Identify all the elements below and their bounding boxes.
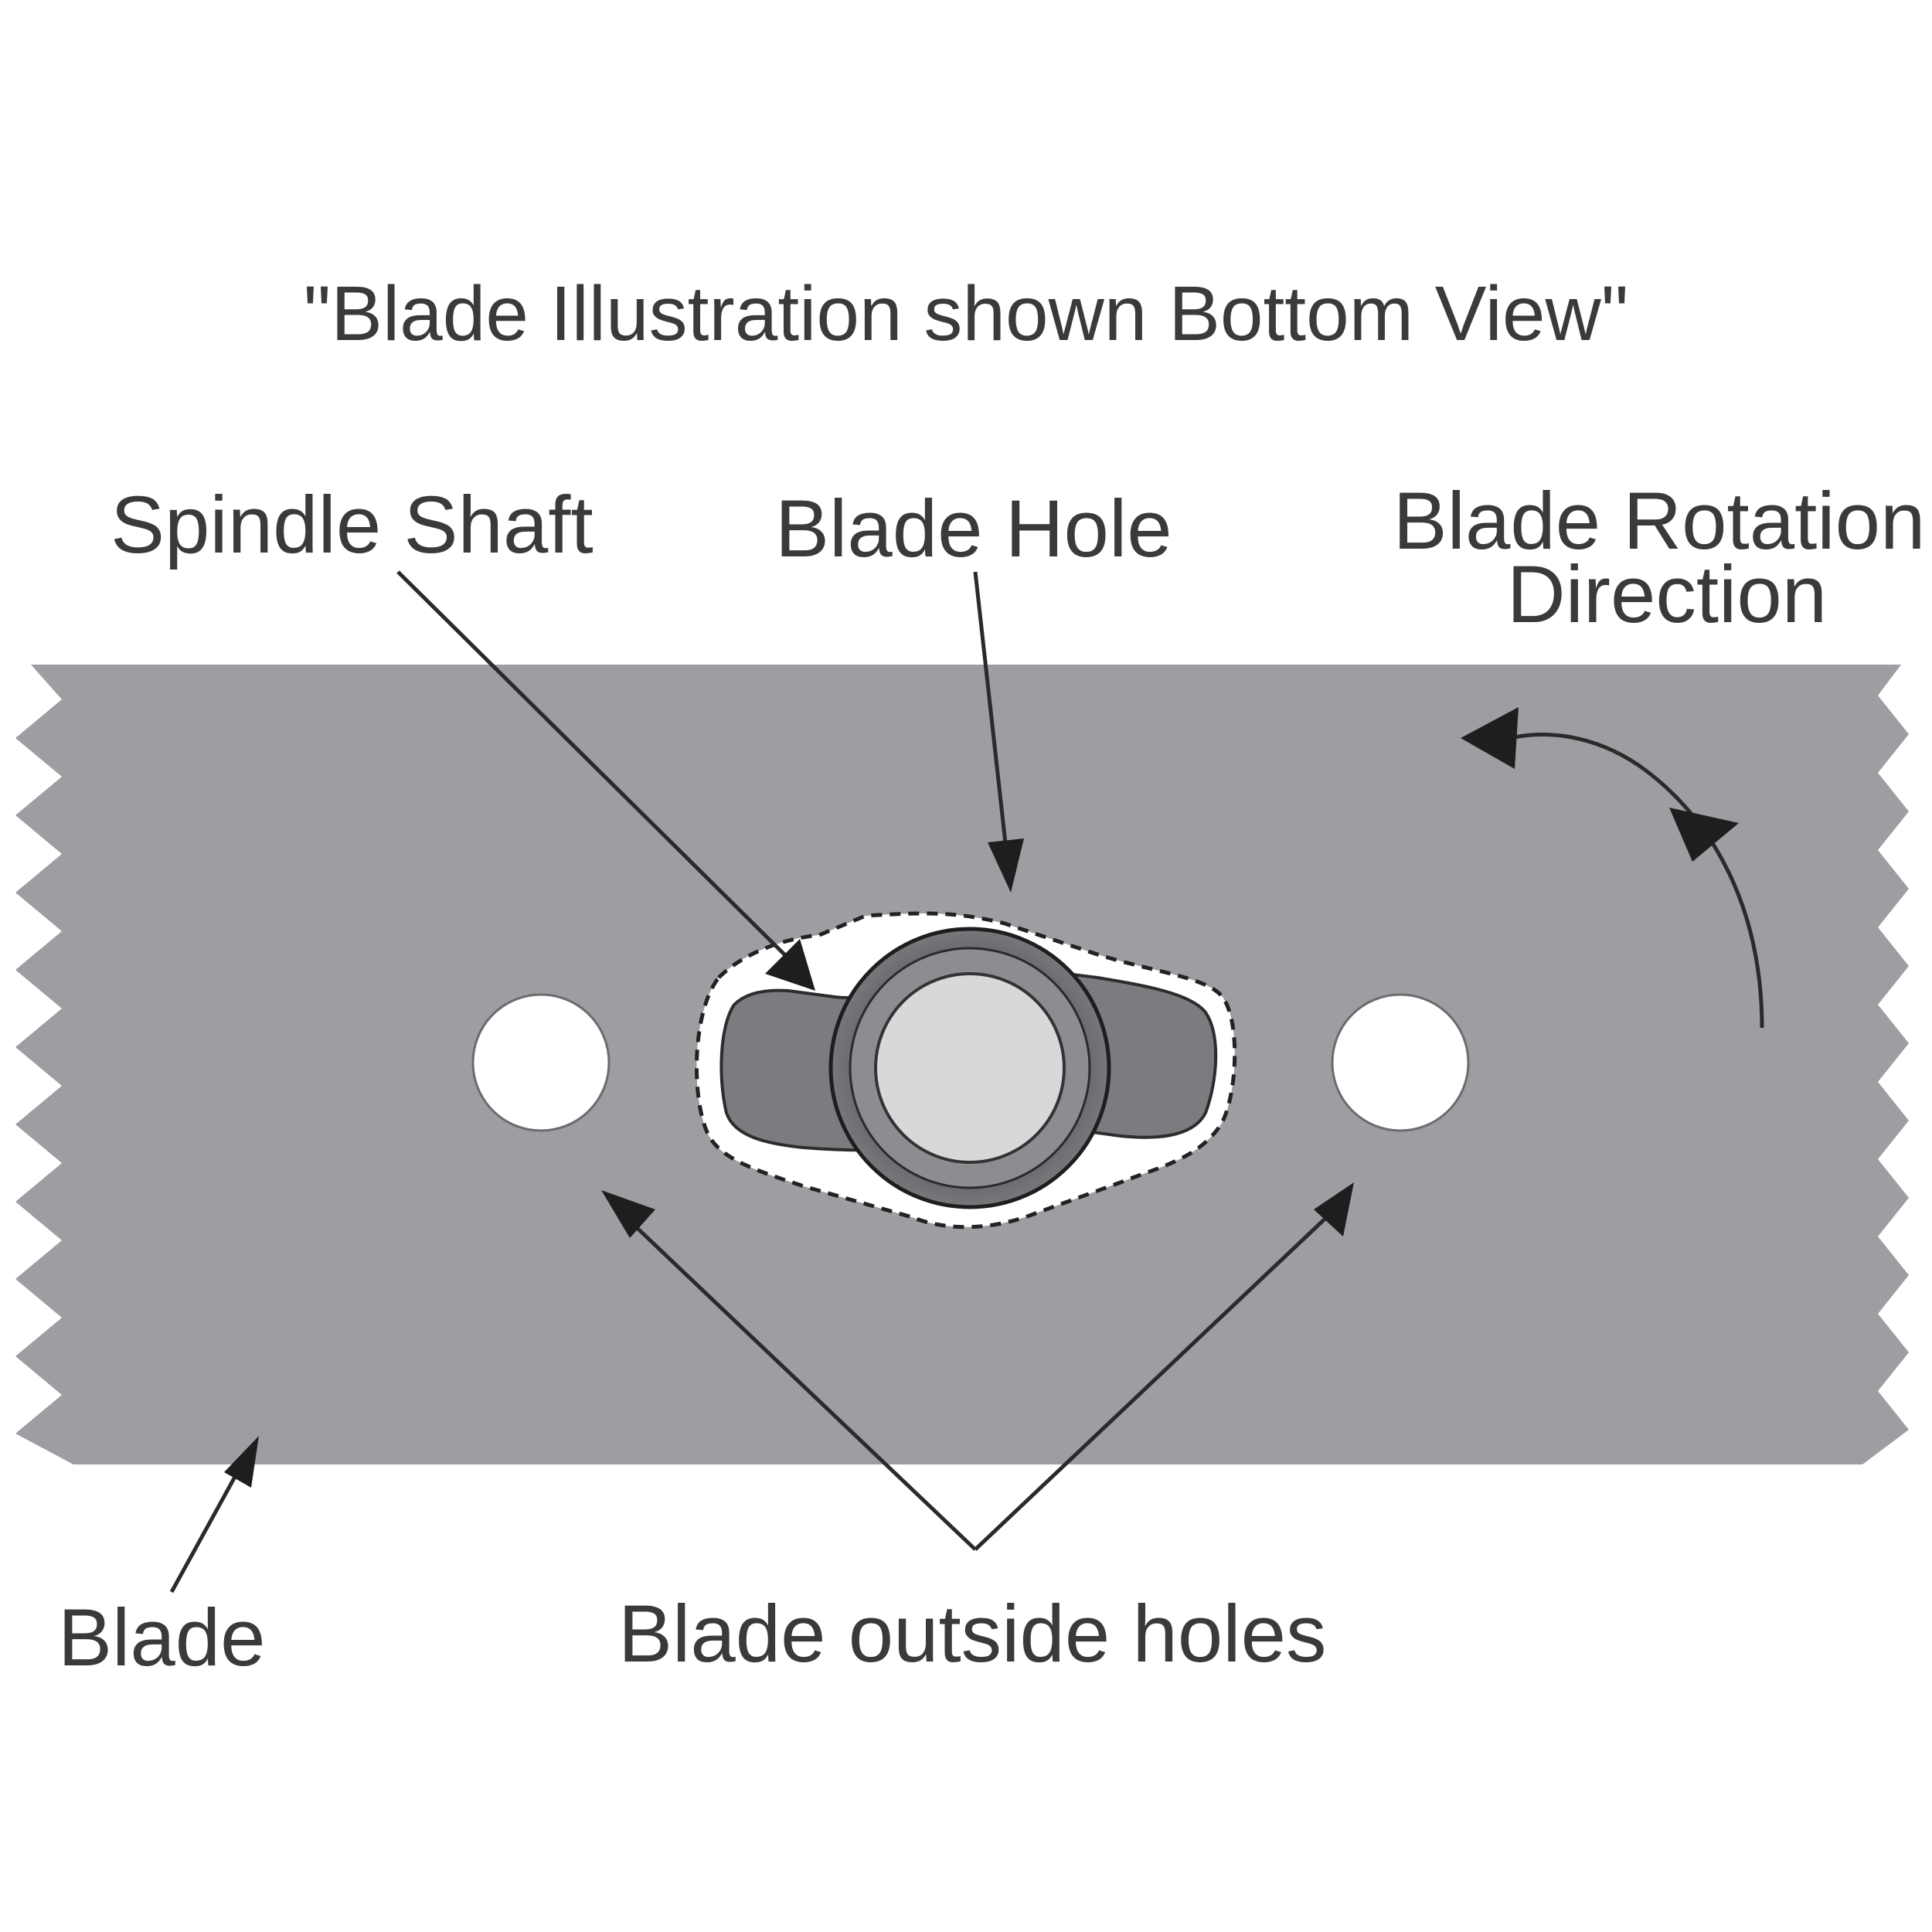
outside-holes-leader-left [628,1219,977,1551]
diagram-title: "Blade Illustration shown Bottom View" [304,270,1628,357]
spindle-shaft-leader [396,570,790,960]
label-rotation-line1: Blade Rotation [1393,476,1926,566]
label-outside-holes: Blade outside holes [618,1589,1327,1679]
spindle-shaft-arrowhead [765,939,815,991]
label-blade-hole: Blade Hole [775,484,1172,574]
label-blade: Blade [58,1593,266,1683]
blade-leader [169,1467,242,1594]
label-rotation-line2: Direction [1507,549,1827,640]
blade-arrowhead [224,1436,259,1488]
label-spindle-shaft: Spindle Shaft [111,480,594,570]
left-outside-hole [471,993,611,1132]
rotation-arrowhead-mid [1669,808,1739,862]
rotation-arrowhead-top [1461,707,1519,769]
right-outside-hole [1331,993,1470,1132]
outside-holes-arrowhead-left [601,1190,655,1238]
outside-holes-leader-right [974,1212,1332,1551]
spindle-shaft [874,972,1066,1164]
rotation-arrow-curve [1510,733,1764,1029]
outside-holes-arrowhead-right [1314,1182,1354,1236]
blade-hole-arrowhead [988,838,1024,893]
blade-hole-leader [973,571,1009,851]
